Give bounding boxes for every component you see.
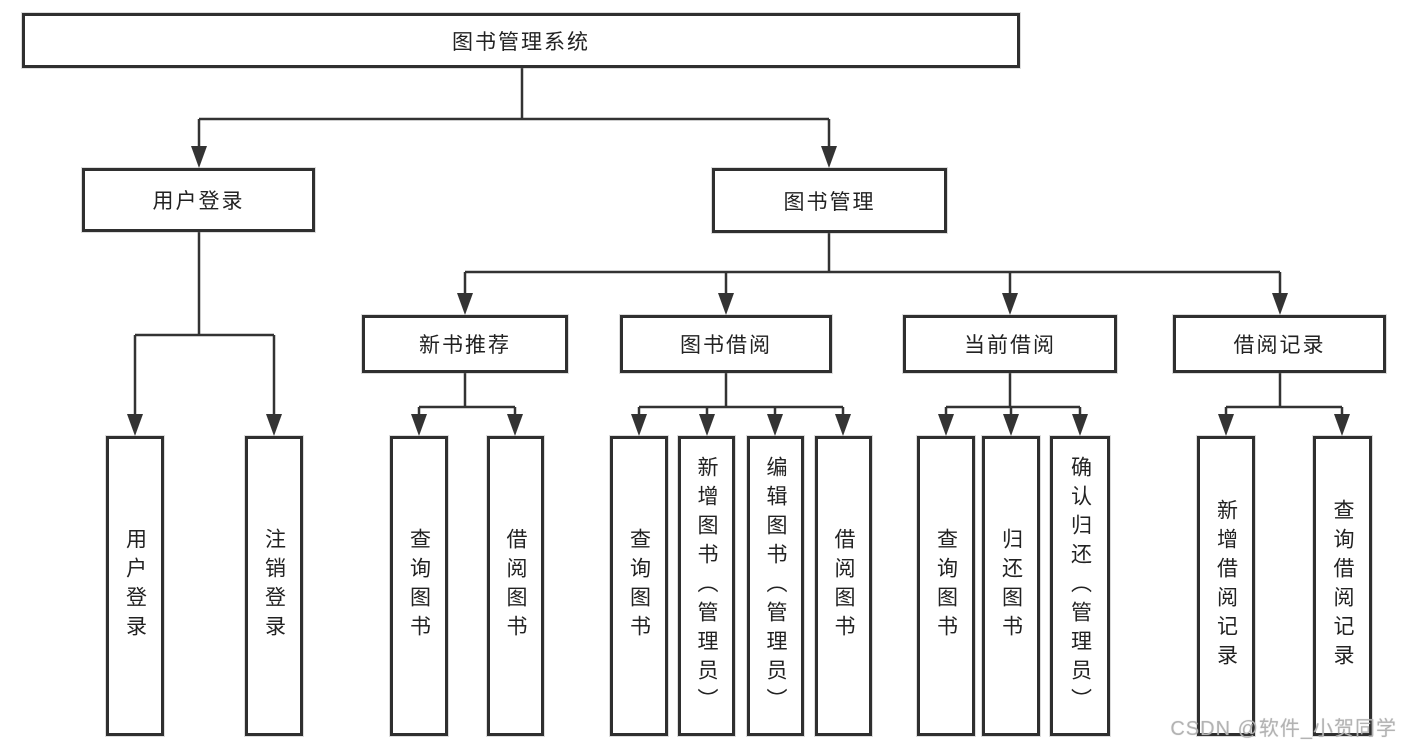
node-borrowing-records-label: 借阅记录	[1233, 334, 1326, 357]
leaf-logout-label: 注销登录	[262, 528, 286, 644]
leaf-query-books-borrow-label: 查询图书	[627, 528, 651, 644]
node-book-management-label: 图书管理	[783, 190, 876, 214]
leaf-borrow-books-borrow: 借阅图书	[815, 436, 872, 736]
node-book-borrowing: 图书借阅	[620, 315, 832, 373]
arrowheads-book-mgmt	[457, 293, 1288, 315]
arrowheads-book-borrow	[631, 414, 851, 436]
node-book-borrowing-label: 图书借阅	[680, 334, 772, 357]
connector-user-login-branch	[133, 232, 276, 415]
arrowheads-borrow-records	[1218, 414, 1350, 436]
node-root-library-system: 图书管理系统	[22, 13, 1020, 68]
connector-root-branch	[197, 68, 831, 146]
arrowheads-current-borrow	[938, 414, 1088, 436]
leaf-add-book-admin-label: 新增图书（管理员）	[695, 455, 718, 717]
leaf-logout: 注销登录	[245, 436, 303, 736]
node-user-login: 用户登录	[82, 168, 315, 232]
leaf-user-login: 用户登录	[106, 436, 164, 736]
leaf-query-borrow-record: 查询借阅记录	[1313, 436, 1372, 736]
node-new-book-recommend-label: 新书推荐	[419, 334, 511, 357]
node-borrowing-records: 借阅记录	[1173, 315, 1386, 373]
leaf-borrow-books-borrow-label: 借阅图书	[832, 528, 855, 644]
leaf-confirm-return-admin-label: 确认归还（管理员）	[1068, 455, 1092, 717]
leaf-query-books-current-label: 查询图书	[934, 528, 958, 644]
leaf-return-books: 归还图书	[982, 436, 1040, 736]
arrowheads-root	[191, 146, 837, 168]
leaf-query-books-current: 查询图书	[917, 436, 975, 736]
connector-borrow-records-branch	[1224, 373, 1344, 415]
leaf-add-book-admin: 新增图书（管理员）	[678, 436, 735, 736]
arrowheads-user-login	[127, 414, 282, 436]
node-user-login-label: 用户登录	[152, 190, 245, 213]
csdn-watermark: CSDN @软件_小贺同学	[1170, 718, 1397, 740]
connector-current-borrow-branch	[944, 373, 1082, 415]
arrowheads-new-book	[411, 414, 523, 436]
leaf-user-login-label: 用户登录	[123, 528, 147, 644]
leaf-add-borrow-record: 新增借阅记录	[1197, 436, 1255, 736]
leaf-edit-book-admin: 编辑图书（管理员）	[747, 436, 804, 736]
leaf-query-borrow-record-label: 查询借阅记录	[1331, 499, 1354, 673]
leaf-edit-book-admin-label: 编辑图书（管理员）	[764, 455, 787, 717]
node-current-borrowing-label: 当前借阅	[964, 334, 1056, 357]
leaf-confirm-return-admin: 确认归还（管理员）	[1050, 436, 1110, 736]
connector-book-mgmt-branch	[463, 233, 1282, 294]
leaf-query-books-newrec: 查询图书	[390, 436, 448, 736]
node-new-book-recommend: 新书推荐	[362, 315, 568, 373]
leaf-borrow-books-newrec: 借阅图书	[487, 436, 544, 736]
leaf-add-borrow-record-label: 新增借阅记录	[1214, 499, 1238, 673]
leaf-return-books-label: 归还图书	[999, 528, 1023, 644]
node-current-borrowing: 当前借阅	[903, 315, 1117, 373]
connector-new-book-branch	[417, 373, 517, 415]
node-root-label: 图书管理系统	[452, 30, 590, 54]
leaf-query-books-newrec-label: 查询图书	[407, 528, 431, 644]
leaf-query-books-borrow: 查询图书	[610, 436, 668, 736]
connector-book-borrow-branch	[637, 373, 845, 415]
node-book-management: 图书管理	[712, 168, 947, 233]
leaf-borrow-books-newrec-label: 借阅图书	[504, 528, 527, 644]
